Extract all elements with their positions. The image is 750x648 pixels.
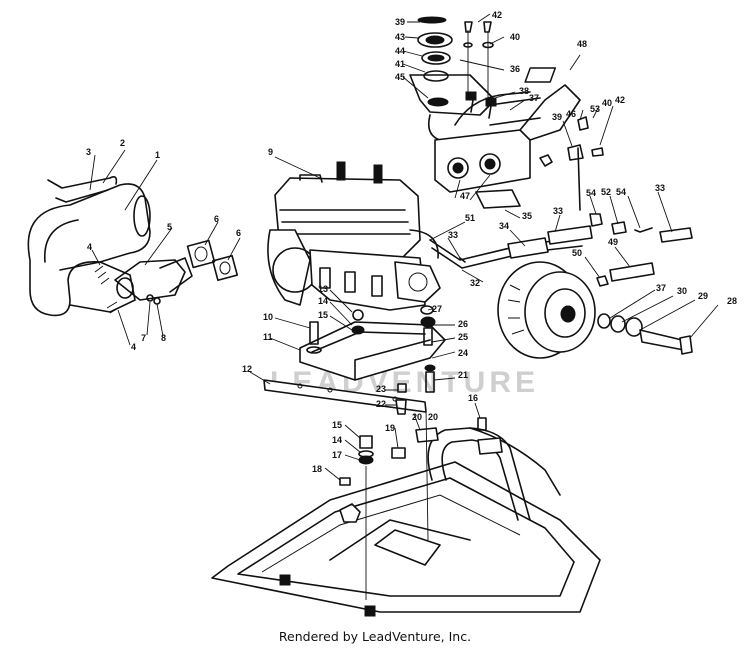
callout-label: 44 bbox=[395, 46, 405, 56]
callout-label: 4 bbox=[131, 342, 136, 352]
callout-label: 18 bbox=[312, 464, 322, 474]
callout-label: 42 bbox=[615, 95, 625, 105]
callout-label: 19 bbox=[385, 423, 395, 433]
callout-labels: 39 43 44 41 45 42 40 36 38 37 48 39 46 5… bbox=[86, 10, 737, 474]
callout-label: 17 bbox=[332, 450, 342, 460]
callout-label: 40 bbox=[510, 32, 520, 42]
callout-label: 38 bbox=[519, 86, 529, 96]
engine-mount-frame bbox=[427, 427, 561, 521]
callout-label: 42 bbox=[492, 10, 502, 20]
callout-label: 11 bbox=[263, 332, 273, 342]
callout-label: 3 bbox=[86, 147, 91, 157]
air-silencer bbox=[409, 16, 581, 209]
exhaust-manifold bbox=[114, 239, 239, 305]
callout-label: 29 bbox=[698, 291, 708, 301]
callout-label: 47 bbox=[460, 191, 470, 201]
callout-label: 27 bbox=[432, 304, 442, 314]
callout-label: 7 bbox=[141, 333, 146, 343]
callout-label: 26 bbox=[458, 319, 468, 329]
drive-clutch bbox=[497, 261, 693, 359]
callout-label: 4 bbox=[87, 242, 92, 252]
engine-block bbox=[267, 161, 441, 311]
callout-label: 33 bbox=[553, 206, 563, 216]
callout-label: 28 bbox=[727, 296, 737, 306]
callout-label: 32 bbox=[470, 278, 480, 288]
callout-label: 9 bbox=[268, 147, 273, 157]
callout-label: 10 bbox=[263, 312, 273, 322]
callout-label: 37 bbox=[656, 283, 666, 293]
callout-label: 34 bbox=[499, 221, 509, 231]
callout-label: 24 bbox=[458, 348, 468, 358]
callout-label: 39 bbox=[395, 17, 405, 27]
callout-label: 53 bbox=[590, 104, 600, 114]
callout-label: 33 bbox=[448, 230, 458, 240]
callout-label: 41 bbox=[395, 59, 405, 69]
callout-label: 48 bbox=[577, 39, 587, 49]
fuel-lines bbox=[429, 213, 693, 287]
callout-label: 13 bbox=[318, 284, 328, 294]
callout-label: 8 bbox=[161, 333, 166, 343]
callout-label: 37 bbox=[529, 93, 539, 103]
callout-label: 39 bbox=[552, 112, 562, 122]
callout-label: 51 bbox=[465, 213, 475, 223]
callout-label: 54 bbox=[616, 187, 626, 197]
callout-label: 16 bbox=[468, 393, 478, 403]
callout-label: 35 bbox=[522, 211, 532, 221]
chassis-tub bbox=[211, 461, 601, 613]
callout-label: 22 bbox=[376, 399, 386, 409]
callout-label: 20 bbox=[412, 412, 422, 422]
callout-label: 30 bbox=[677, 286, 687, 296]
callout-label: 14 bbox=[332, 435, 342, 445]
lower-fasteners bbox=[279, 364, 487, 617]
callout-label: 5 bbox=[167, 222, 172, 232]
callout-label: 21 bbox=[458, 370, 468, 380]
callout-label: 33 bbox=[655, 183, 665, 193]
callout-label: 40 bbox=[602, 98, 612, 108]
callout-label: 50 bbox=[572, 248, 582, 258]
engine-mount-plate bbox=[299, 305, 446, 381]
callout-label: 52 bbox=[601, 187, 611, 197]
callout-label: 43 bbox=[395, 32, 405, 42]
muffler bbox=[27, 176, 151, 317]
callout-label: 49 bbox=[608, 237, 618, 247]
callout-label-20: 20 bbox=[428, 412, 438, 422]
callout-labels-extra: 20 bbox=[428, 412, 438, 422]
callout-label: 6 bbox=[214, 214, 219, 224]
callout-label: 2 bbox=[120, 138, 125, 148]
top-hardware bbox=[463, 21, 604, 211]
callout-label: 45 bbox=[395, 72, 405, 82]
callout-label: 46 bbox=[566, 109, 576, 119]
callout-label: 36 bbox=[510, 64, 520, 74]
callout-label: 54 bbox=[586, 188, 596, 198]
leader-lines bbox=[89, 13, 719, 600]
callout-label: 14 bbox=[318, 296, 328, 306]
callout-label: 6 bbox=[236, 228, 241, 238]
callout-label: 15 bbox=[318, 310, 328, 320]
footer-credit: Rendered by LeadVenture, Inc. bbox=[278, 629, 472, 644]
callout-label: 1 bbox=[155, 150, 160, 160]
callout-label: 25 bbox=[458, 332, 468, 342]
callout-label: 12 bbox=[242, 364, 252, 374]
callout-label: 23 bbox=[376, 384, 386, 394]
callout-label: 15 bbox=[332, 420, 342, 430]
